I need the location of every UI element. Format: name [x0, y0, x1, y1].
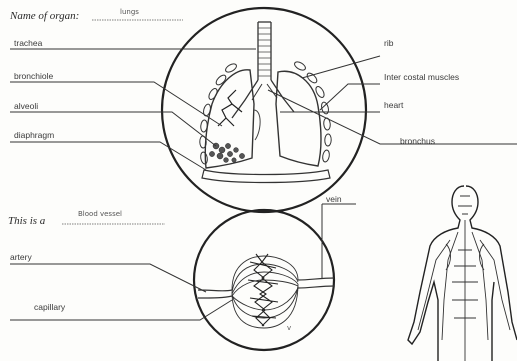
trachea-shape: [258, 22, 271, 80]
left-lung-shape: [205, 70, 260, 168]
label-artery: artery: [10, 252, 32, 262]
small-mark-v: v: [287, 324, 291, 332]
label-trachea: trachea: [14, 38, 42, 48]
vessel-prompt: This is a: [8, 215, 45, 227]
label-rib: rib: [384, 38, 393, 48]
right-lung-shape: [276, 71, 321, 166]
organ-answer: lungs: [120, 8, 139, 16]
capillary-diagram: [194, 210, 334, 350]
label-bronchus: bronchus: [400, 136, 435, 146]
label-capillary: capillary: [34, 302, 65, 312]
lungs-leader-lines: [10, 49, 517, 170]
label-intercostal-muscles: Inter costal muscles: [384, 72, 459, 82]
vessel-answer: Blood vessel: [78, 210, 122, 218]
lungs-diagram: [162, 8, 366, 212]
label-alveoli: alveoli: [14, 101, 38, 111]
label-diaphragm: diaphragm: [14, 130, 54, 140]
diaphragm-shape: [202, 170, 330, 183]
label-heart: heart: [384, 100, 403, 110]
organ-prompt: Name of organ:: [10, 10, 79, 22]
label-vein: vein: [326, 194, 342, 204]
circulatory-body-figure: [408, 186, 517, 361]
label-bronchiole: bronchiole: [14, 71, 53, 81]
